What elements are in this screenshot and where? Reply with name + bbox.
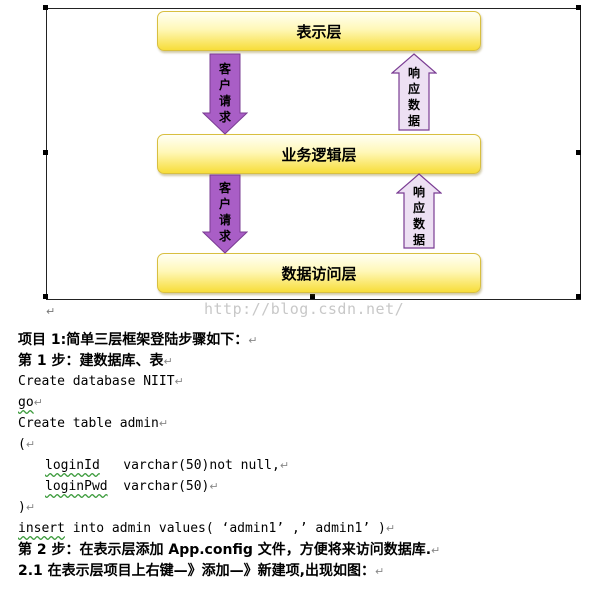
text-line: 2.1 在表示层项目上右键—》添加—》新建项,出现如图：↵ bbox=[18, 563, 385, 579]
response-arrow-bottom: 响 应 数 据 bbox=[395, 173, 443, 249]
resize-handle-middle-right[interactable] bbox=[576, 150, 581, 155]
resize-handle-top-right[interactable] bbox=[576, 5, 581, 10]
paragraph-mark: ↵ bbox=[46, 305, 56, 318]
resize-handle-bottom-right[interactable] bbox=[576, 294, 581, 299]
code-line: loginId varchar(50)not null,↵ bbox=[45, 458, 290, 473]
text-line: 第 1 步：建数据库、表↵ bbox=[18, 353, 173, 369]
text-line: 第 2 步：在表示层添加 App.config 文件，方便将来访问数据库.↵ bbox=[18, 542, 441, 558]
code-line: (↵ bbox=[18, 437, 36, 452]
watermark: http://blog.csdn.net/ bbox=[204, 300, 405, 318]
code-line: go↵ bbox=[18, 395, 43, 410]
code-line: Create table admin↵ bbox=[18, 416, 169, 431]
text-line: 项目 1:简单三层框架登陆步骤如下：↵ bbox=[18, 332, 258, 348]
resize-handle-top-left[interactable] bbox=[43, 5, 48, 10]
layer-business-logic: 业务逻辑层 bbox=[157, 134, 481, 174]
layer-data-access: 数据访问层 bbox=[157, 253, 481, 293]
resize-handle-bottom-left[interactable] bbox=[43, 294, 48, 299]
code-line: Create database NIIT↵ bbox=[18, 374, 184, 389]
code-line: loginPwd varchar(50)↵ bbox=[45, 479, 219, 494]
code-line: insert into admin values( ‘admin1’ ,’ ad… bbox=[18, 521, 396, 536]
up-arrow-icon bbox=[390, 53, 438, 131]
code-line: )↵ bbox=[18, 500, 36, 515]
down-arrow-icon bbox=[201, 174, 249, 254]
up-arrow-icon bbox=[395, 173, 443, 249]
layer-presentation: 表示层 bbox=[157, 11, 481, 51]
resize-handle-middle-left[interactable] bbox=[43, 150, 48, 155]
request-arrow-label: 客 户 请 求 bbox=[218, 62, 231, 124]
resize-handle-bottom-center[interactable] bbox=[310, 294, 315, 299]
request-arrow-top: 客 户 请 求 bbox=[201, 53, 249, 135]
request-arrow-bottom: 客 户 请 求 bbox=[201, 174, 249, 254]
request-arrow-label: 客 户 请 求 bbox=[218, 181, 231, 243]
response-arrow-label: 响 应 数 据 bbox=[412, 185, 425, 247]
response-arrow-label: 响 应 数 据 bbox=[407, 66, 420, 128]
response-arrow-top: 响 应 数 据 bbox=[390, 53, 438, 131]
down-arrow-icon bbox=[201, 53, 249, 135]
